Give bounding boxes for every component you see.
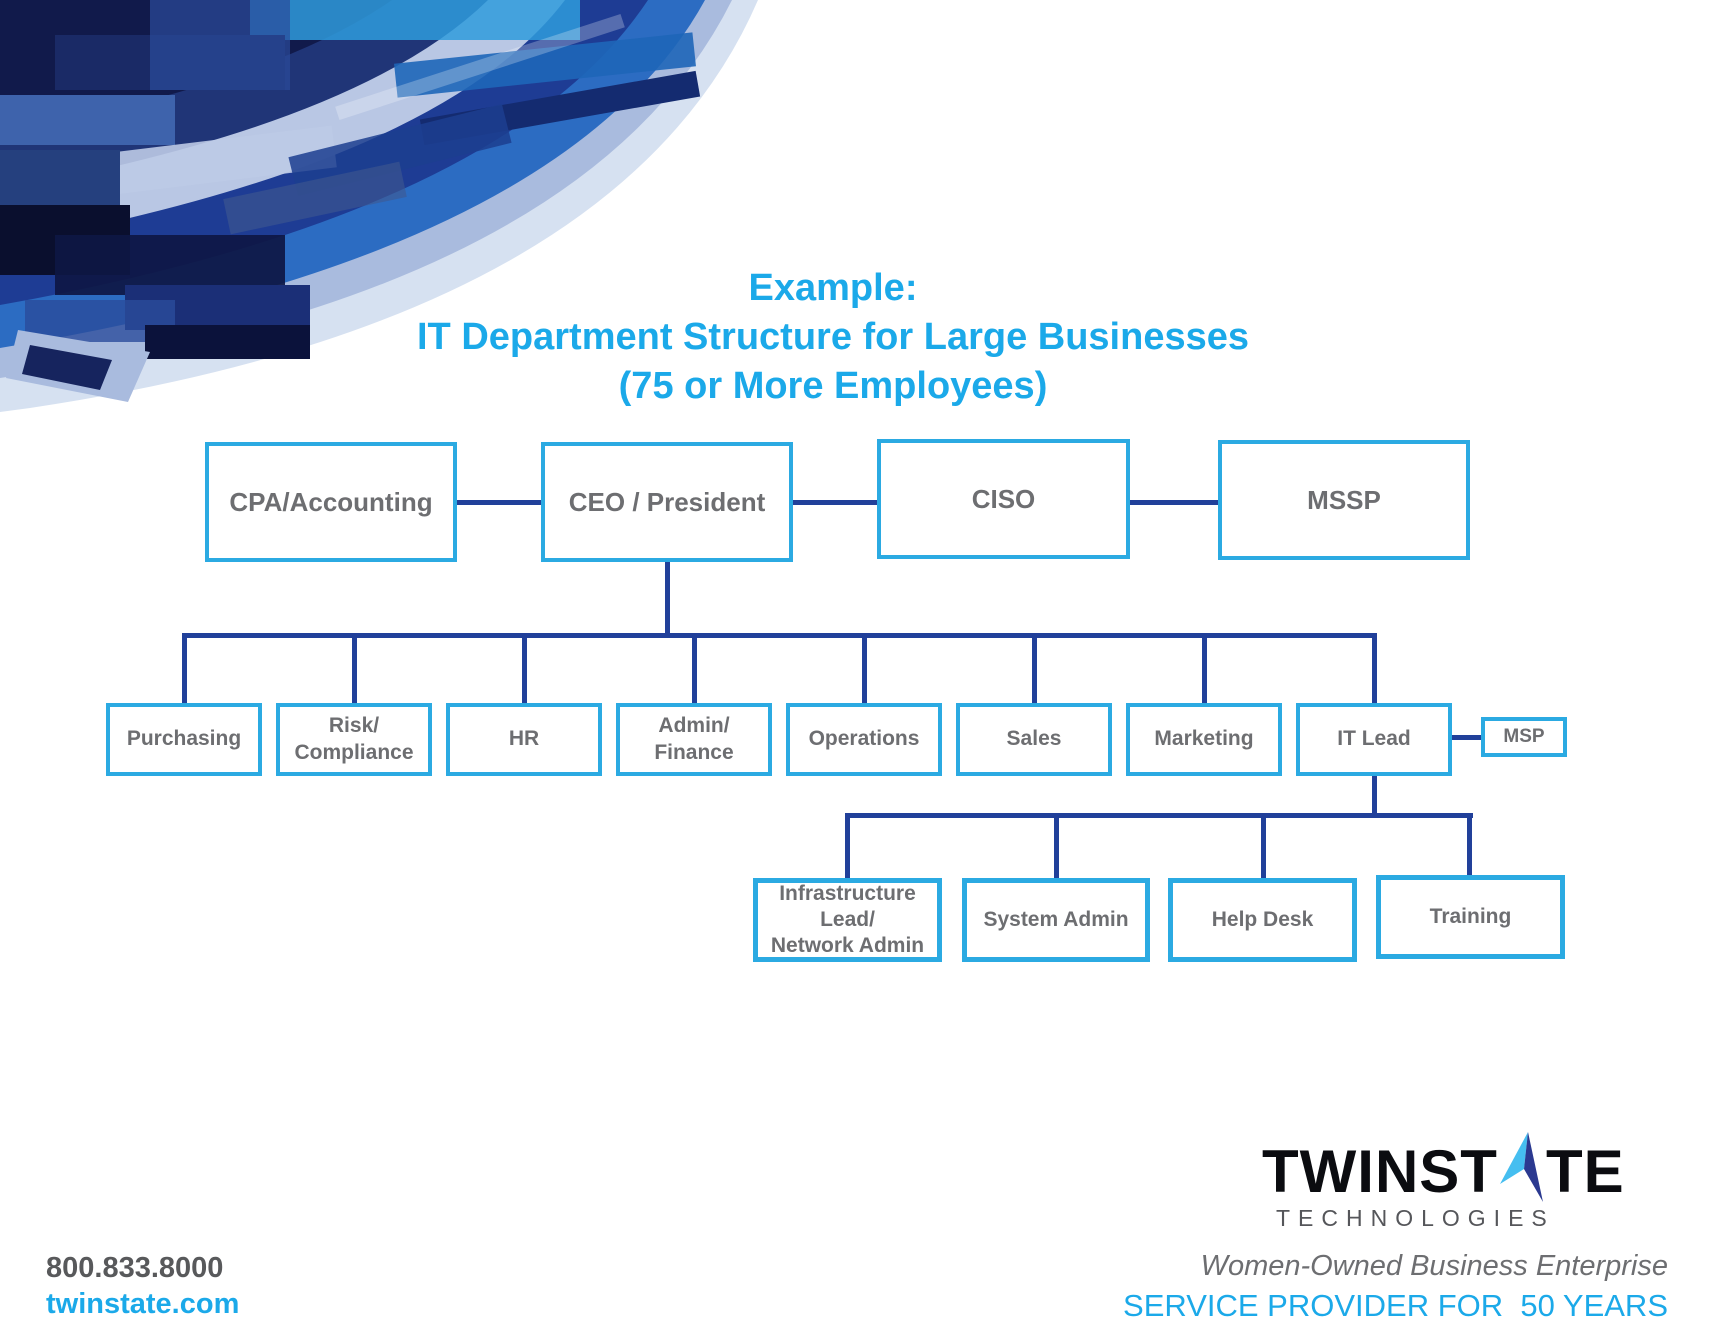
logo-text-right: TE [1545, 1138, 1625, 1205]
connector-ceo-drop [665, 562, 670, 635]
org-box-label: Infrastructure Lead/ Network Admin [770, 881, 925, 958]
org-box-label: Purchasing [126, 727, 242, 751]
logo-subtitle: TECHNOLOGIES [1276, 1205, 1555, 1231]
connector-cpa-ceo [457, 500, 541, 505]
org-box-risk-compliance: Risk/ Compliance [276, 703, 432, 776]
org-box-purchasing: Purchasing [106, 703, 262, 776]
logo-arrow-icon [1499, 1132, 1543, 1202]
org-box-label: CPA/Accounting [229, 486, 433, 517]
org-box-help-desk: Help Desk [1168, 878, 1357, 962]
connector-rail-2 [845, 813, 1473, 818]
org-box-label: Risk/ Compliance [294, 714, 414, 764]
org-box-marketing: Marketing [1126, 703, 1282, 776]
tagline-women-owned: Women-Owned Business Enterprise [1200, 1250, 1668, 1282]
website-link[interactable]: twinstate.com [46, 1288, 240, 1320]
org-box-infrastructure-lead: Infrastructure Lead/ Network Admin [753, 878, 942, 962]
org-box-it-lead: IT Lead [1296, 703, 1452, 776]
org-box-msp: MSP [1481, 717, 1567, 757]
org-box-label: Training [1429, 904, 1512, 928]
connector-ciso-mssp [1130, 500, 1218, 505]
org-box-label: Marketing [1154, 727, 1254, 751]
org-box-cpa-accounting: CPA/Accounting [205, 442, 457, 562]
org-box-label: CEO / President [568, 486, 766, 517]
twinstate-wordmark: TWINST TE [1262, 1132, 1625, 1205]
org-box-label: MSSP [1307, 484, 1381, 515]
org-box-label: MSP [1503, 726, 1545, 748]
org-box-system-admin: System Admin [962, 878, 1150, 962]
org-box-training: Training [1376, 875, 1565, 959]
tagline-service-provider: SERVICE PROVIDER FOR 50 YEARS [1123, 1288, 1668, 1323]
org-box-label: Sales [1006, 727, 1062, 751]
connector-drop-admin-finance [692, 637, 697, 703]
org-box-hr: HR [446, 703, 602, 776]
org-box-label: CISO [971, 483, 1036, 514]
twinstate-logo: TWINST TE TECHNOLOGIES [1262, 1132, 1625, 1232]
connector-drop-purchasing [182, 637, 187, 703]
connector-ceo-ciso [793, 500, 877, 505]
decorative-mosaic-graphic [0, 0, 758, 412]
org-box-label: HR [508, 727, 540, 751]
title-line-1: Example: [748, 267, 918, 309]
connector-drop-operations [862, 637, 867, 703]
org-box-label: Help Desk [1211, 907, 1314, 931]
org-box-ceo-president: CEO / President [541, 442, 793, 562]
org-box-operations: Operations [786, 703, 942, 776]
title-line-2: IT Department Structure for Large Busine… [417, 316, 1249, 358]
connector-drop-risk-compliance [352, 637, 357, 703]
org-box-mssp: MSSP [1218, 440, 1470, 560]
phone-number: 800.833.8000 [46, 1252, 224, 1284]
page-title: Example: IT Department Structure for Lar… [233, 264, 1433, 411]
connector-drop-training [1467, 817, 1472, 878]
connector-itlead-msp [1452, 735, 1481, 740]
connector-drop-marketing [1202, 637, 1207, 703]
connector-drop-infrastructure [845, 817, 850, 878]
org-box-label: System Admin [983, 907, 1129, 931]
connector-drop-help-desk [1261, 817, 1266, 878]
logo-text-left: TWINST [1262, 1138, 1498, 1205]
connector-drop-system-admin [1054, 817, 1059, 878]
connector-drop-sales [1032, 637, 1037, 703]
org-box-admin-finance: Admin/ Finance [616, 703, 772, 776]
connector-drop-it-lead [1372, 637, 1377, 703]
connector-drop-hr [522, 637, 527, 703]
org-box-sales: Sales [956, 703, 1112, 776]
connector-rail-1 [182, 633, 1377, 638]
org-box-label: Admin/ Finance [654, 714, 734, 764]
connector-itlead-drop [1372, 776, 1377, 815]
org-box-ciso: CISO [877, 439, 1130, 559]
org-box-label: IT Lead [1337, 727, 1411, 751]
org-box-label: Operations [808, 727, 920, 751]
title-line-3: (75 or More Employees) [618, 365, 1048, 407]
